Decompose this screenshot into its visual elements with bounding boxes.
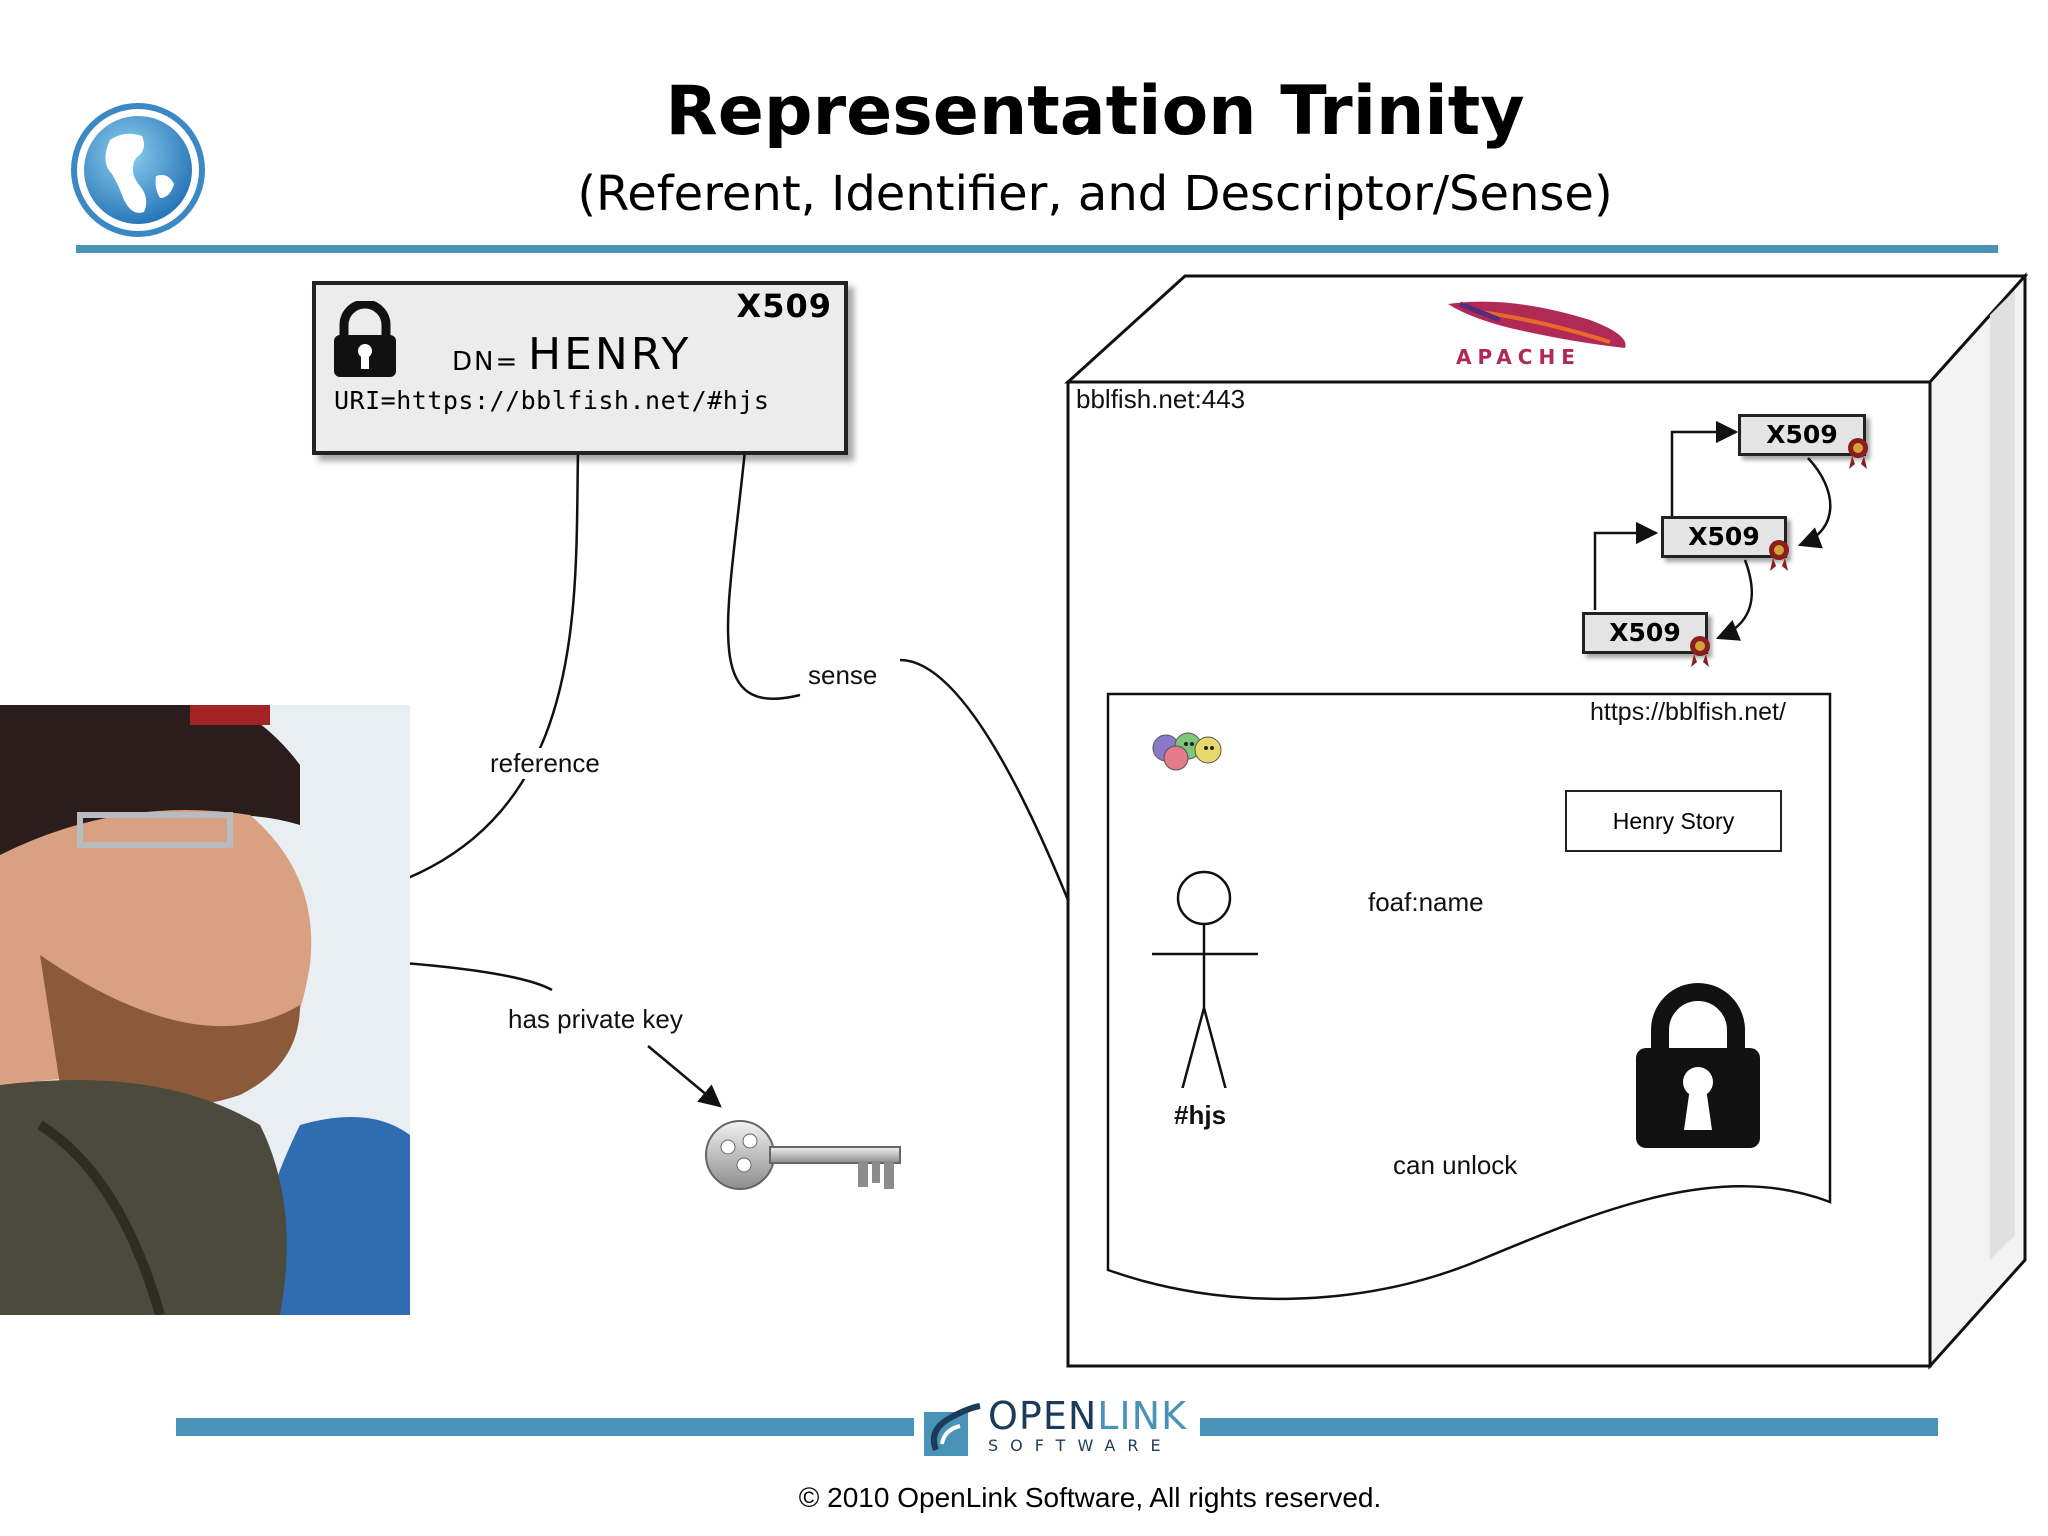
openlink-logo-link: LINK	[1097, 1394, 1187, 1438]
key-icon	[705, 1120, 901, 1190]
sense-connector-a	[726, 449, 801, 701]
person-id-label: #hjs	[1174, 1100, 1227, 1130]
reference-connector	[332, 449, 580, 908]
certificate-badge: X509	[736, 287, 832, 325]
key-connector-b	[647, 1045, 722, 1108]
header-rule	[76, 245, 1998, 253]
seal-icon	[1769, 540, 1789, 571]
person-stick-figure	[1152, 870, 1258, 1088]
apache-logo-text: APACHE	[1456, 345, 1581, 369]
x509-certificate-card: X509 DN= HENRY URI=https://bblfish.net/#…	[312, 281, 848, 455]
big-padlock-icon	[1636, 983, 1760, 1148]
footer-rule-right	[1200, 1418, 1938, 1436]
apache-feather-icon	[1448, 301, 1626, 348]
can-unlock-label: can unlock	[1393, 1150, 1518, 1180]
padlock-icon	[334, 301, 396, 377]
openlink-logo-icon	[924, 1403, 981, 1456]
openlink-logo-open: OPEN	[988, 1394, 1098, 1438]
slide-subtitle: (Referent, Identifier, and Descriptor/Se…	[577, 166, 1613, 222]
foaf-name-label: foaf:name	[1366, 887, 1486, 918]
certificate-dn-prefix: DN=	[452, 347, 520, 377]
server-host-label: bblfish.net:443	[1076, 384, 1246, 414]
seal-icon	[1690, 636, 1710, 667]
footer-rule-left	[176, 1418, 914, 1436]
has-private-key-label: has private key	[508, 1004, 683, 1034]
openlink-logo-subtext: SOFTWARE	[988, 1436, 1173, 1455]
certificate-uri: URI=https://bblfish.net/#hjs	[334, 386, 770, 415]
reference-label: reference	[488, 748, 602, 779]
globe-icon	[71, 103, 205, 237]
name-value-box: Henry Story	[1565, 790, 1782, 852]
document-url: https://bblfish.net/	[1590, 698, 1786, 726]
person-photo	[0, 705, 410, 1315]
x509-chain-cert-2: X509	[1661, 516, 1787, 558]
slide-title: Representation Trinity	[665, 72, 1525, 151]
x509-chain-cert-1: X509	[1738, 414, 1866, 456]
copyright-text: © 2010 OpenLink Software, All rights res…	[798, 1482, 1382, 1513]
foaf-faces-icon	[1152, 732, 1222, 771]
openlink-logo-text: OPENLINK	[988, 1394, 1187, 1438]
certificate-dn-name: HENRY	[528, 329, 692, 380]
seal-icon	[1848, 438, 1868, 469]
sense-label: sense	[806, 660, 880, 691]
x509-chain-cert-3: X509	[1582, 612, 1708, 654]
